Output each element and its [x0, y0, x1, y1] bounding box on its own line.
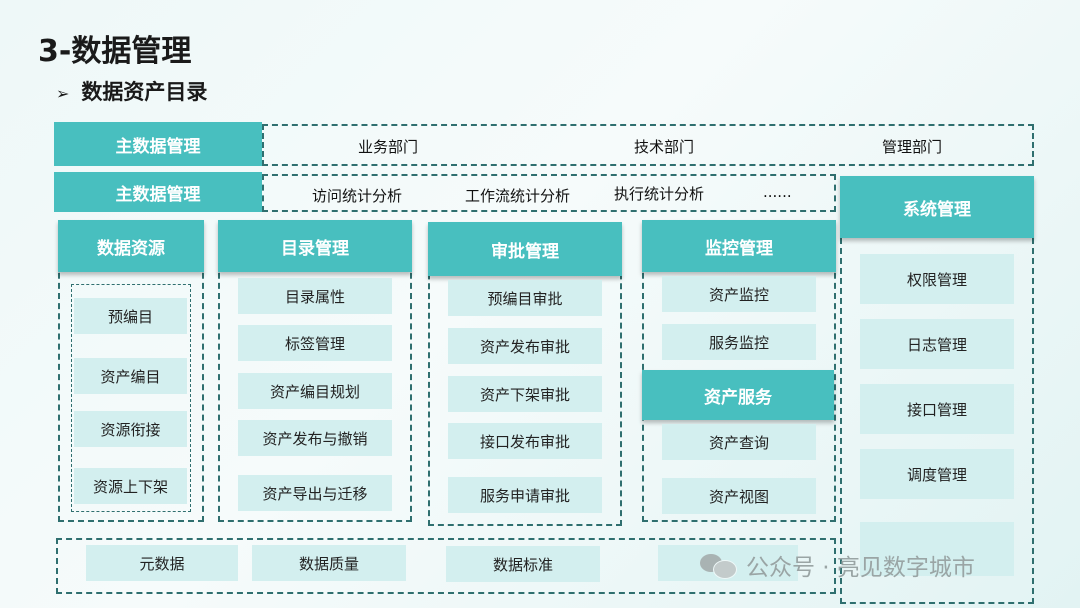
- data-resources-header: 数据资源: [58, 220, 204, 272]
- catalog-item: 资产导出与迁移: [238, 475, 392, 511]
- catalog-item: 资产编目规划: [238, 373, 392, 409]
- system-item: [860, 522, 1014, 576]
- bottom-item-standard: 数据标准: [446, 546, 600, 582]
- approval-item: 服务申请审批: [448, 477, 602, 513]
- row1-item-business: 业务部门: [358, 138, 419, 156]
- watermark: 公众号 · 亮见数字城市: [700, 548, 975, 582]
- system-item: 调度管理: [860, 449, 1014, 499]
- monitor-item: 服务监控: [662, 324, 816, 360]
- catalog-item: 目录属性: [238, 278, 392, 314]
- approval-item: 预编目审批: [448, 280, 602, 316]
- data-resources-inner-frame: [71, 284, 191, 512]
- asset-service-item: 资产查询: [662, 424, 816, 460]
- data-resources-item: 预编目: [74, 298, 187, 334]
- row1-frame: [262, 124, 1034, 166]
- row2-item-access: 访问统计分析: [312, 187, 403, 205]
- system-item: 日志管理: [860, 319, 1014, 369]
- data-resources-item: 资源上下架: [74, 468, 187, 504]
- row1-header: 主数据管理: [54, 122, 262, 166]
- bottom-item-metadata: 元数据: [86, 545, 238, 581]
- catalog-header: 目录管理: [218, 220, 412, 272]
- approval-header: 审批管理: [428, 222, 622, 276]
- subtitle-text: 数据资产目录: [81, 80, 208, 104]
- row2-item-more: ......: [763, 183, 792, 201]
- row2-frame: [262, 174, 836, 212]
- row1-item-management: 管理部门: [882, 138, 943, 156]
- monitor-header: 监控管理: [642, 220, 836, 272]
- approval-item: 资产下架审批: [448, 376, 602, 412]
- catalog-item: 标签管理: [238, 325, 392, 361]
- row2-item-execution: 执行统计分析: [614, 185, 705, 203]
- system-item: 接口管理: [860, 384, 1014, 434]
- system-item: 权限管理: [860, 254, 1014, 304]
- page-subtitle: ➢ 数据资产目录: [56, 76, 207, 106]
- bottom-frame: [56, 538, 836, 594]
- approval-item: 资产发布审批: [448, 328, 602, 364]
- asset-service-item: 资产视图: [662, 478, 816, 514]
- row1-item-tech: 技术部门: [634, 138, 695, 156]
- page-title: 3-数据管理: [38, 34, 192, 69]
- catalog-item: 资产发布与撤销: [238, 420, 392, 456]
- arrow-icon: ➢: [56, 84, 70, 103]
- approval-item: 接口发布审批: [448, 423, 602, 459]
- row2-header: 主数据管理: [54, 172, 262, 212]
- wechat-icon: [700, 552, 737, 579]
- monitor-item: 资产监控: [662, 276, 816, 312]
- data-resources-item: 资产编目: [74, 358, 187, 394]
- watermark-text: 公众号 · 亮见数字城市: [746, 555, 975, 581]
- row2-item-workflow: 工作流统计分析: [465, 187, 571, 205]
- system-header: 系统管理: [840, 176, 1034, 238]
- bottom-item-quality: 数据质量: [252, 545, 406, 581]
- data-resources-item: 资源衔接: [74, 411, 187, 447]
- asset-service-header: 资产服务: [642, 370, 834, 420]
